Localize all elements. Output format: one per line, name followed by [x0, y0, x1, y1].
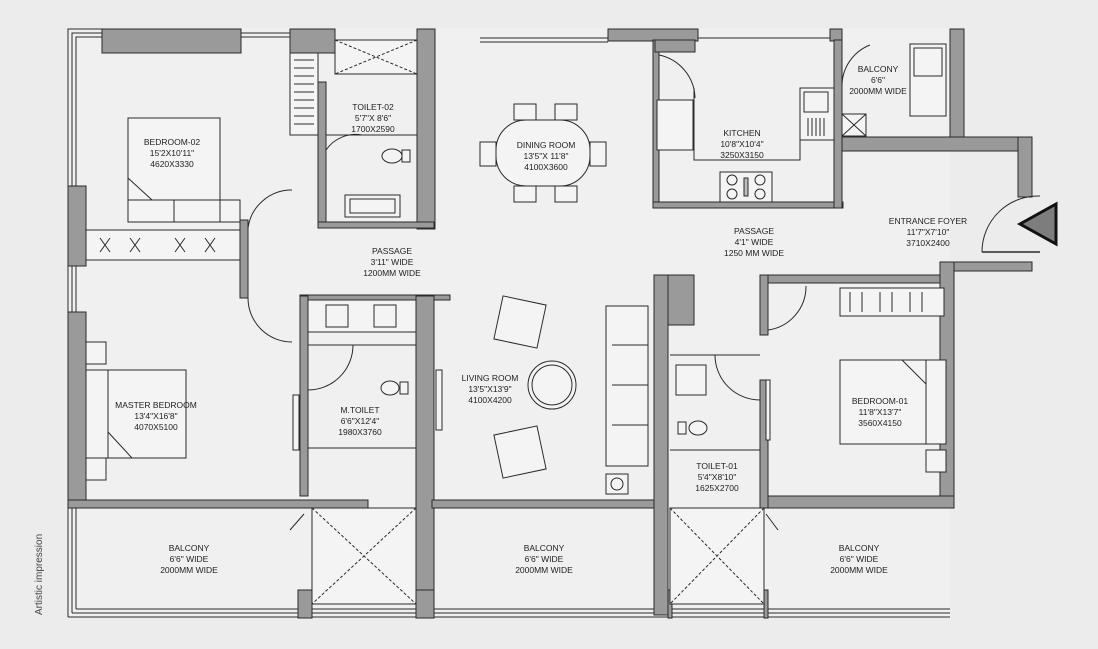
- room-dim-mm: 1980X3760: [338, 427, 382, 437]
- room-label-balcony-kitchen: BALCONY 6'6" 2000MM WIDE: [849, 64, 907, 97]
- room-name: TOILET-02: [352, 102, 394, 112]
- room-dim-ft: 3'11" WIDE: [370, 257, 414, 267]
- room-name: KITCHEN: [723, 128, 761, 138]
- room-label-master-bedroom: MASTER BEDROOM 13'4"X16'8" 4070X5100: [115, 400, 197, 433]
- m-toilet-fixtures: [292, 299, 443, 451]
- room-name: LIVING ROOM: [461, 373, 519, 383]
- wardrobe-bedroom-02: [85, 229, 241, 261]
- room-label-bedroom-01: BEDROOM-01 11'8"X13'7" 3560X4150: [852, 396, 908, 429]
- room-name: BALCONY: [523, 543, 565, 553]
- room-dim-mm: 4620X3330: [150, 159, 194, 169]
- room-dim-mm: 1625X2700: [695, 483, 739, 493]
- room-name: PASSAGE: [734, 226, 774, 236]
- room-dim-mm: 3710X2400: [906, 238, 950, 248]
- room-name: BEDROOM-01: [851, 396, 909, 406]
- room-dim-ft: 13'4"X16'8": [134, 411, 178, 421]
- room-name: BALCONY: [168, 543, 210, 553]
- room-name: PASSAGE: [372, 246, 412, 256]
- room-label-balcony-center: BALCONY 6'6" WIDE 2000MM WIDE: [515, 543, 573, 576]
- room-dim-ft: 15'2X10'11": [149, 148, 195, 158]
- room-dim-mm: 2000MM WIDE: [160, 565, 218, 575]
- room-dim-ft: 6'6" WIDE: [839, 554, 879, 564]
- room-dim-mm: 4070X5100: [134, 422, 178, 432]
- room-name: MASTER BEDROOM: [115, 400, 197, 410]
- room-dim-ft: 11'7"X7'10": [906, 227, 950, 237]
- room-label-passage-1: PASSAGE 3'11" WIDE 1200MM WIDE: [363, 246, 421, 279]
- room-dim-ft: 6'6" WIDE: [169, 554, 209, 564]
- room-dim-ft: 13'5"X 11'8": [523, 151, 569, 161]
- bed-bedroom-02: [127, 117, 241, 223]
- room-dim-mm: 4100X3600: [524, 162, 568, 172]
- room-dim-ft: 5'7"X 8'6": [354, 113, 392, 123]
- room-dim-mm: 1250 MM WIDE: [724, 248, 784, 258]
- kitchen-fixtures: [656, 54, 835, 203]
- entrance-door: [981, 195, 1058, 253]
- room-dim-mm: 2000MM WIDE: [849, 86, 907, 96]
- room-dim-mm: 4100X4200: [468, 395, 512, 405]
- room-name: ENTRANCE FOYER: [888, 216, 968, 226]
- room-dim-ft: 6'6"X12'4": [340, 416, 380, 426]
- room-label-dining-room: DINING ROOM 13'5"X 11'8" 4100X3600: [517, 140, 576, 173]
- living-room-furniture: [493, 295, 649, 495]
- room-label-balcony-left: BALCONY 6'6" WIDE 2000MM WIDE: [160, 543, 218, 576]
- dining-table: [479, 103, 607, 203]
- balcony-voids: [289, 507, 779, 605]
- room-dim-mm: 1200MM WIDE: [363, 268, 421, 278]
- room-name: BEDROOM-02: [143, 137, 201, 147]
- room-label-m-toilet: M.TOILET 6'6"X12'4" 1980X3760: [338, 405, 382, 438]
- closet-top: [289, 39, 418, 136]
- room-dim-ft: 10'8"X10'4": [720, 139, 764, 149]
- room-label-living-room: LIVING ROOM 13'5"X13'9" 4100X4200: [462, 373, 519, 406]
- room-name: BALCONY: [857, 64, 899, 74]
- room-label-toilet-01: TOILET-01 5'4"X8'10" 1625X2700: [695, 461, 739, 494]
- walls: [67, 28, 1033, 619]
- room-dim-ft: 4'1" WIDE: [734, 237, 774, 247]
- room-dim-ft: 11'8"X13'7": [858, 407, 902, 417]
- utility-balcony: [841, 43, 947, 137]
- room-dim-ft: 13'5"X13'9": [468, 384, 512, 394]
- entrance-arrow-icon: [1016, 201, 1058, 247]
- bed-bedroom-01: [765, 285, 947, 473]
- artistic-impression-note: Artistic impression: [34, 533, 45, 615]
- room-name: DINING ROOM: [516, 140, 576, 150]
- room-dim-mm: 2000MM WIDE: [515, 565, 573, 575]
- toilet-02-fixtures: [325, 133, 418, 220]
- room-dim-ft: 6'6" WIDE: [524, 554, 564, 564]
- room-name: TOILET-01: [696, 461, 738, 471]
- toilet-01-fixtures: [670, 354, 761, 451]
- door-arc: [247, 189, 293, 229]
- room-label-bedroom-02: BEDROOM-02 15'2X10'11" 4620X3330: [144, 137, 200, 170]
- room-label-balcony-right: BALCONY 6'6" WIDE 2000MM WIDE: [830, 543, 888, 576]
- room-label-kitchen: KITCHEN 10'8"X10'4" 3250X3150: [720, 128, 764, 161]
- room-label-entrance-foyer: ENTRANCE FOYER 11'7"X7'10" 3710X2400: [889, 216, 967, 249]
- room-label-passage-2: PASSAGE 4'1" WIDE 1250 MM WIDE: [724, 226, 784, 259]
- room-dim-mm: 3250X3150: [720, 150, 764, 160]
- room-dim-mm: 1700X2590: [351, 124, 395, 134]
- door-arc: [247, 297, 293, 343]
- room-dim-mm: 2000MM WIDE: [830, 565, 888, 575]
- room-name: BALCONY: [838, 543, 880, 553]
- room-label-toilet-02: TOILET-02 5'7"X 8'6" 1700X2590: [351, 102, 395, 135]
- room-dim-ft: 5'4"X8'10": [697, 472, 737, 482]
- room-name: M.TOILET: [340, 405, 380, 415]
- room-dim-mm: 3560X4150: [858, 418, 902, 428]
- bed-master-bedroom: [82, 341, 210, 501]
- room-dim-ft: 6'6": [870, 75, 886, 85]
